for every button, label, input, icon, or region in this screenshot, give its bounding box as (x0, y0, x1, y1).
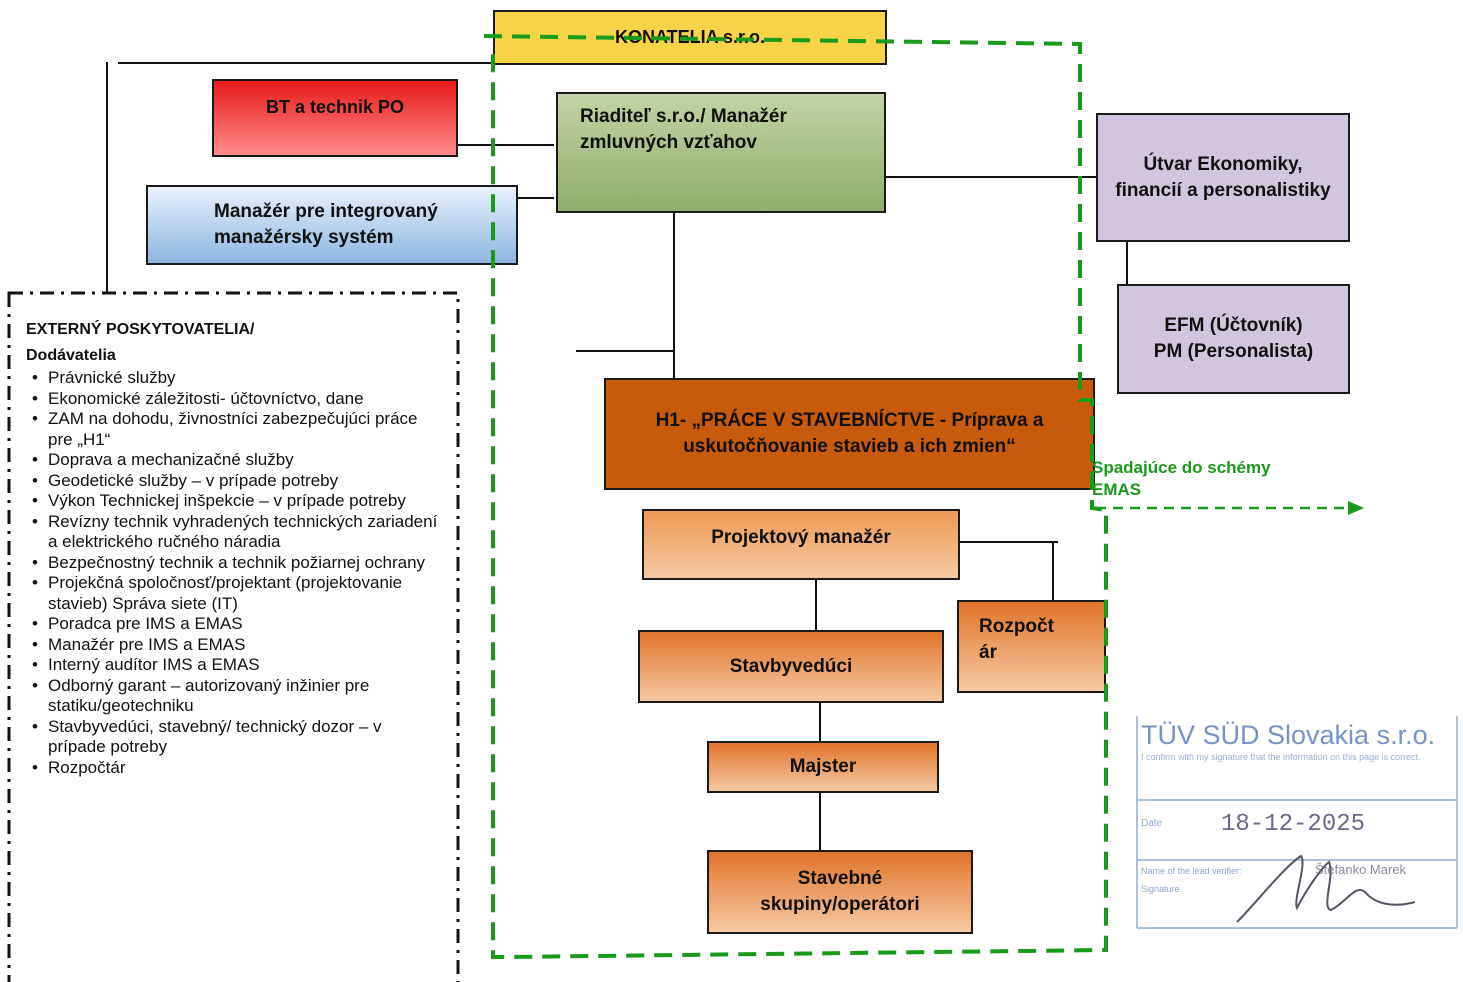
efm-label: EFM (Účtovník) PM (Personalista) (1153, 315, 1314, 362)
external-providers-title: EXTERNÝ POSKYTOVATELIA/ Dodávatelia (26, 317, 254, 368)
bt-label: BT a technik PO (265, 97, 405, 117)
stamp-verifier-label: Name of the lead verifier: (1141, 866, 1242, 876)
external-provider-item: Výkon Technickej inšpekcie – v prípade p… (12, 491, 442, 512)
external-provider-item: Poradca pre IMS a EMAS (12, 614, 442, 635)
h1-label: H1- „PRÁCE V STAVEBNÍCTVE - Príprava a u… (655, 410, 1044, 457)
efm-box: EFM (Účtovník) PM (Personalista) (1117, 284, 1350, 394)
connector-line (673, 212, 675, 378)
connector-line (576, 350, 674, 352)
connector-line (815, 580, 817, 630)
external-provider-item: Geodetické služby – v prípade potreby (12, 471, 442, 492)
connector-line (1052, 541, 1054, 600)
external-provider-item: Ekonomické záležitosti- účtovníctvo, dan… (12, 389, 442, 410)
h1-box: H1- „PRÁCE V STAVEBNÍCTVE - Príprava a u… (604, 378, 1095, 490)
director-label: Riaditeľ s.r.o./ Manažér zmluvných vzťah… (580, 106, 787, 153)
site-manager-label: Stavbyvedúci (729, 655, 853, 677)
external-provider-item: Rozpočtár (12, 758, 442, 779)
handwritten-signature (1236, 854, 1416, 923)
stamp-date: 18-12-2025 (1221, 811, 1365, 838)
external-title-line1: EXTERNÝ POSKYTOVATELIA/ (26, 321, 255, 338)
external-providers-list: Právnické službyEkonomické záležitosti- … (12, 368, 442, 778)
director-box: Riaditeľ s.r.o./ Manažér zmluvných vzťah… (556, 92, 886, 213)
project-manager-label: Projektový manažér (711, 527, 891, 548)
connector-line (458, 144, 554, 146)
ims-manager-box: Manažér pre integrovaný manažérsky systé… (146, 185, 518, 265)
external-provider-item: Stavbyvedúci, stavebný/ technický dozor … (12, 717, 442, 758)
connector-line (819, 703, 821, 741)
foreman-label: Majster (789, 756, 857, 778)
external-provider-item: ZAM na dohodu, živnostníci zabezpečujúci… (12, 409, 442, 450)
economics-box: Útvar Ekonomiky, financií a personalisti… (1096, 113, 1350, 242)
stamp-date-label: Date (1141, 818, 1163, 829)
external-provider-item: Revízny technik vyhradených technických … (12, 512, 442, 553)
connector-line (1126, 242, 1128, 284)
connector-line (118, 62, 493, 64)
connector-line (106, 62, 108, 292)
external-provider-item: Interný audítor IMS a EMAS (12, 655, 442, 676)
bt-box: BT a technik PO (212, 79, 458, 157)
crews-box: Stavebné skupiny/operátori (707, 850, 973, 934)
external-provider-item: Odborný garant – autorizovaný inžinier p… (12, 676, 442, 717)
economics-label: Útvar Ekonomiky, financií a personalisti… (1115, 153, 1331, 201)
stamp-signature-label: Signature (1141, 884, 1180, 894)
site-manager-box: Stavbyvedúci (638, 630, 944, 703)
connector-line (960, 541, 1058, 543)
connector-line (819, 793, 821, 850)
foreman-box: Majster (707, 741, 939, 793)
certification-stamp: TÜV SÜD Slovakia s.r.o. I confirm with m… (1125, 712, 1463, 932)
external-provider-item: Bezpečnostný technik a technik požiarnej… (12, 553, 442, 574)
crews-label: Stavebné skupiny/operátori (760, 868, 920, 915)
external-provider-item: Projekčná spoločnosť/projektant (projekt… (12, 573, 442, 614)
project-manager-box: Projektový manažér (642, 509, 960, 580)
connector-line (886, 176, 1096, 178)
external-provider-item: Manažér pre IMS a EMAS (12, 635, 442, 656)
external-title-line2: Dodávatelia (26, 346, 116, 364)
budgeter-box: Rozpočtár (957, 600, 1106, 693)
stamp-confirm: I confirm with my signature that the inf… (1141, 752, 1421, 762)
emas-label: Spadajúce do schémy EMAS (1092, 458, 1271, 499)
external-provider-item: Právnické služby (12, 368, 442, 389)
stamp-graphic: TÜV SÜD Slovakia s.r.o. I confirm with m… (1136, 716, 1458, 929)
connector-line (518, 197, 554, 199)
budgeter-label: Rozpočtár (979, 616, 1054, 663)
ims-manager-label: Manažér pre integrovaný manažérsky systé… (214, 201, 438, 248)
stamp-org: TÜV SÜD Slovakia s.r.o. (1141, 720, 1435, 750)
external-provider-item: Doprava a mechanizačné služby (12, 450, 442, 471)
stamp-verifier: Štefanko Marek (1315, 862, 1407, 877)
